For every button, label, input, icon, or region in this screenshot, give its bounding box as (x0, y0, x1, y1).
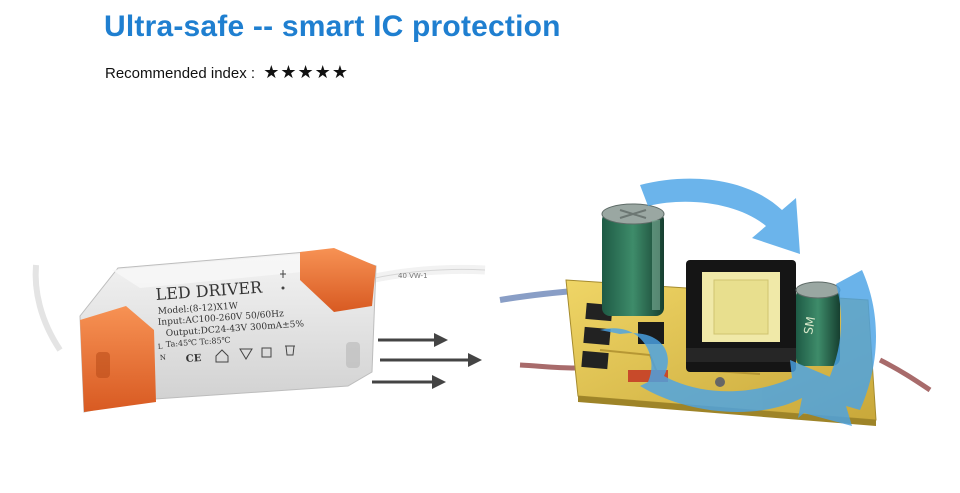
flow-arrows (372, 333, 482, 389)
capacitor-small: SM (795, 281, 841, 366)
flow-arrow-icon (378, 333, 448, 347)
protection-flow-arrows (600, 178, 876, 426)
product-scene: 40 VW-1 LED DRIVER Model:(8-12)X1W Input… (32, 178, 932, 426)
input-cable (32, 264, 63, 352)
flow-arrow-icon (372, 375, 446, 389)
product-illustration: 40 VW-1 LED DRIVER Model:(8-12)X1W Input… (0, 120, 960, 493)
rating-label: Recommended index : (105, 65, 256, 82)
square-icon (261, 347, 272, 358)
ce-mark-icon: CE (185, 353, 202, 365)
circular-arrow-icon (800, 270, 876, 426)
line-l-marker: L (158, 343, 164, 351)
circular-arrow-icon (600, 328, 842, 418)
circular-arrow-icon (640, 178, 800, 254)
headline: Ultra-safe -- smart IC protection (104, 10, 561, 43)
housing-cap-left (80, 306, 156, 412)
rating-stars: ★★★★★ (263, 62, 349, 82)
cable-print: 40 VW-1 (398, 272, 428, 280)
capacitor-print: SM (801, 315, 818, 335)
bin-icon (285, 345, 295, 356)
led-driver-unit: 40 VW-1 LED DRIVER Model:(8-12)X1W Input… (32, 248, 486, 413)
triangle-icon (239, 348, 253, 360)
capacitor-large (601, 203, 665, 316)
house-icon (215, 349, 229, 363)
line-n-marker: N (160, 354, 167, 362)
housing-cap-right (300, 248, 376, 312)
flow-arrow-icon (380, 353, 482, 367)
recommended-index: Recommended index : ★★★★★ (105, 62, 349, 83)
circuit-board: SM (499, 178, 932, 426)
